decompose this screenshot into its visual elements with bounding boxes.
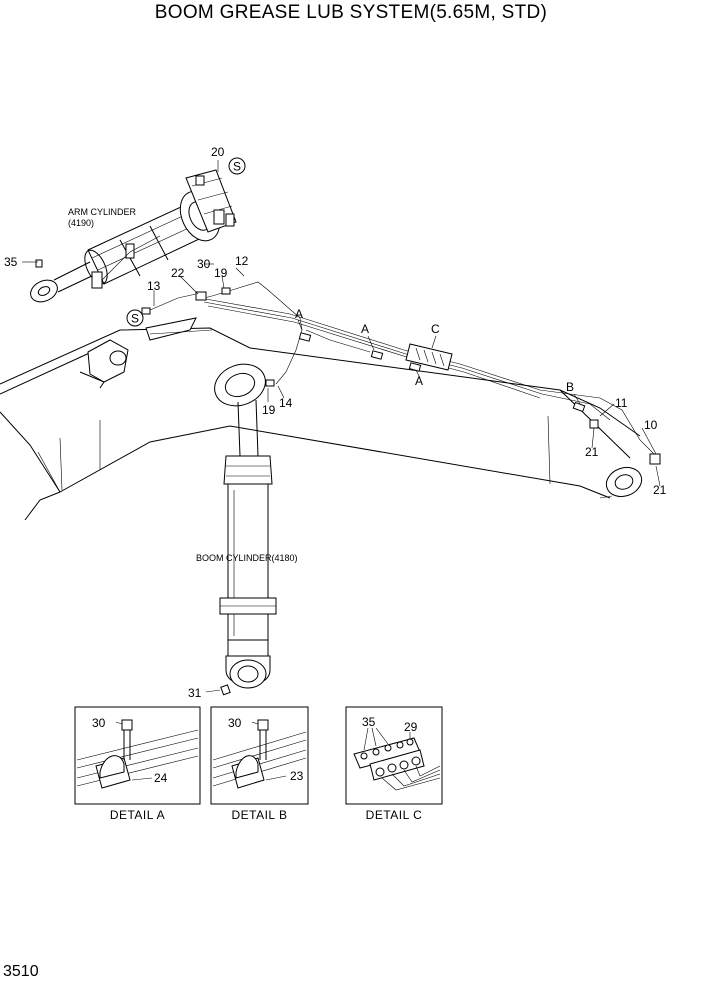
callout-12: 12	[235, 254, 249, 268]
arm-cylinder	[30, 169, 237, 303]
boom-structure	[0, 317, 643, 521]
detail-b-part-30: 30	[228, 716, 242, 730]
callout-leaders	[22, 160, 661, 693]
detail-a-frame	[74, 706, 201, 805]
detail-a-part-24: 24	[154, 771, 168, 785]
callout-11: 11	[615, 396, 628, 410]
detail-c-frame	[345, 706, 443, 805]
callout-A-3: A	[415, 374, 423, 388]
std-symbol-top-letter: S	[233, 160, 241, 174]
callout-22: 22	[171, 266, 185, 280]
callout-A-2: A	[361, 322, 369, 336]
callout-C: C	[431, 322, 440, 336]
page-number: 3510	[3, 963, 39, 980]
std-symbol-top: S	[228, 157, 246, 175]
arm-cylinder-ref: (4190)	[68, 218, 94, 228]
detail-a-part-30: 30	[92, 716, 106, 730]
detail-a: 30 24	[74, 706, 201, 805]
detail-b-caption: DETAIL B	[231, 808, 287, 822]
callout-19-top: 19	[214, 266, 228, 280]
detail-b-frame	[210, 706, 309, 805]
callout-30: 30	[197, 257, 211, 271]
callout-B: B	[566, 380, 574, 394]
detail-a-caption: DETAIL A	[110, 808, 165, 822]
detail-c-part-29: 29	[404, 720, 418, 734]
detail-c-part-35: 35	[362, 715, 376, 729]
boom-cylinder-label: BOOM CYLINDER(4180)	[196, 553, 298, 563]
std-symbol-left: S	[126, 309, 144, 327]
detail-c: 35 29	[345, 706, 443, 805]
callout-31: 31	[188, 686, 202, 700]
callout-A-1: A	[295, 307, 303, 321]
detail-c-caption: DETAIL C	[366, 808, 423, 822]
page-title: BOOM GREASE LUB SYSTEM(5.65M, STD)	[154, 2, 548, 23]
arm-cylinder-label: ARM CYLINDER	[68, 207, 137, 217]
callout-13: 13	[147, 279, 161, 293]
callout-20: 20	[211, 145, 225, 159]
callout-14: 14	[279, 396, 293, 410]
callout-21-right: 21	[653, 483, 667, 497]
lube-pipes	[141, 281, 661, 465]
callout-19-lower: 19	[262, 403, 276, 417]
detail-b-part-23: 23	[290, 769, 304, 783]
std-symbol-left-letter: S	[131, 312, 139, 326]
detail-b: 30 23	[210, 706, 309, 805]
callout-35: 35	[4, 255, 18, 269]
callout-21-left: 21	[585, 445, 599, 459]
boom-cylinder	[219, 399, 277, 696]
callout-10: 10	[644, 418, 658, 432]
